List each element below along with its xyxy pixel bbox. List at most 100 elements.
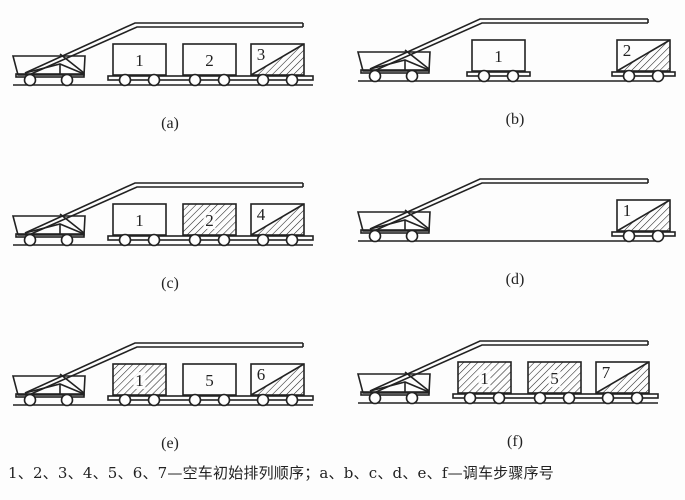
- wheel: [23, 393, 37, 407]
- wheel: [492, 391, 506, 405]
- loader-brace: [404, 49, 430, 70]
- loader-brace: [59, 213, 85, 234]
- car-number: 6: [257, 365, 266, 384]
- ore-slope: [250, 43, 305, 76]
- loader-frame: [15, 73, 85, 78]
- number-backdrop: [203, 212, 216, 229]
- mine-car-1: 1: [457, 361, 512, 405]
- mine-car-5: 5: [527, 361, 582, 405]
- conveyor-upper: [369, 178, 648, 230]
- mine-car-4: 4: [250, 203, 305, 247]
- wheel: [217, 73, 231, 87]
- conveyor-upper: [369, 18, 648, 70]
- wheel: [506, 69, 520, 83]
- loader-frame: [360, 229, 430, 234]
- wheel: [477, 69, 491, 83]
- wheel: [256, 233, 270, 247]
- wheel: [651, 69, 665, 83]
- wheel: [256, 393, 270, 407]
- loader-frame: [15, 393, 85, 398]
- wheel: [405, 229, 419, 243]
- train-platform: [107, 395, 314, 401]
- mine-car-2: 2: [182, 43, 237, 87]
- panel-d: 1(d): [356, 178, 676, 288]
- wheel: [118, 393, 132, 407]
- car-body: [616, 39, 671, 72]
- car-number: 1: [480, 369, 489, 388]
- loader-machine: [356, 209, 431, 243]
- mine-car-1: 1: [611, 199, 676, 243]
- car-number: 2: [205, 51, 214, 70]
- loader-machine: [356, 371, 431, 405]
- wheel: [147, 233, 161, 247]
- step-label: (f): [507, 433, 523, 450]
- wheel: [188, 233, 202, 247]
- car-body: [182, 363, 237, 396]
- wheel: [405, 391, 419, 405]
- car-body: [595, 361, 650, 394]
- wheel: [368, 229, 382, 243]
- figure-caption: 1、2、3、4、5、6、7—空车初始排列顺序；a、b、c、d、e、f—调车步骤序…: [8, 464, 554, 482]
- wheel: [60, 233, 74, 247]
- car-platform: [466, 71, 531, 77]
- loader-machine: [11, 213, 86, 247]
- panel-a: 1 2 3 (a): [11, 22, 314, 132]
- wheel: [147, 73, 161, 87]
- wheel: [622, 229, 636, 243]
- wheel: [217, 393, 231, 407]
- car-body: [112, 203, 167, 236]
- mine-car-3: 3: [250, 43, 305, 87]
- car-number: 1: [494, 47, 503, 66]
- loader-frame: [360, 391, 430, 396]
- ore-slope: [250, 363, 305, 396]
- train-platform: [107, 75, 314, 81]
- car-number: 2: [205, 211, 214, 230]
- wheel: [651, 229, 665, 243]
- conveyor-lower: [375, 22, 648, 71]
- step-label: (b): [506, 111, 525, 128]
- mine-car-1: 1: [112, 43, 167, 87]
- ore-slope: [250, 203, 305, 236]
- car-body: [250, 43, 305, 76]
- wheel: [256, 73, 270, 87]
- mine-car-2: 2: [182, 203, 237, 247]
- ore-slope: [616, 199, 671, 232]
- mine-car-2: 2: [611, 39, 676, 83]
- wheel: [405, 69, 419, 83]
- car-platform: [611, 231, 676, 237]
- step-label: (a): [161, 115, 179, 132]
- loader-brace: [404, 371, 430, 392]
- car-body: [182, 43, 237, 76]
- mine-car-7: 7: [595, 361, 650, 405]
- wheel: [188, 393, 202, 407]
- wheel: [217, 233, 231, 247]
- car-number: 1: [135, 51, 144, 70]
- mine-car-6: 6: [250, 363, 305, 407]
- step-label: (c): [161, 275, 179, 292]
- mine-car-5: 5: [182, 363, 237, 407]
- loader-machine: [356, 49, 431, 83]
- car-number: 4: [257, 205, 266, 224]
- mine-car-1: 1: [112, 363, 167, 407]
- car-body: [250, 363, 305, 396]
- car-body: [457, 361, 512, 394]
- wheel: [601, 391, 615, 405]
- wheel: [23, 233, 37, 247]
- wheel: [60, 393, 74, 407]
- loader-frame: [360, 69, 430, 74]
- car-platform: [611, 71, 676, 77]
- wheel: [23, 73, 37, 87]
- wheel: [118, 73, 132, 87]
- wheel: [285, 73, 299, 87]
- number-backdrop: [133, 372, 146, 389]
- wheel: [285, 233, 299, 247]
- panel-b: 1 2 (b): [356, 18, 676, 128]
- wheel: [562, 391, 576, 405]
- wheel: [368, 391, 382, 405]
- wheel: [622, 69, 636, 83]
- mine-car-1: 1: [112, 203, 167, 247]
